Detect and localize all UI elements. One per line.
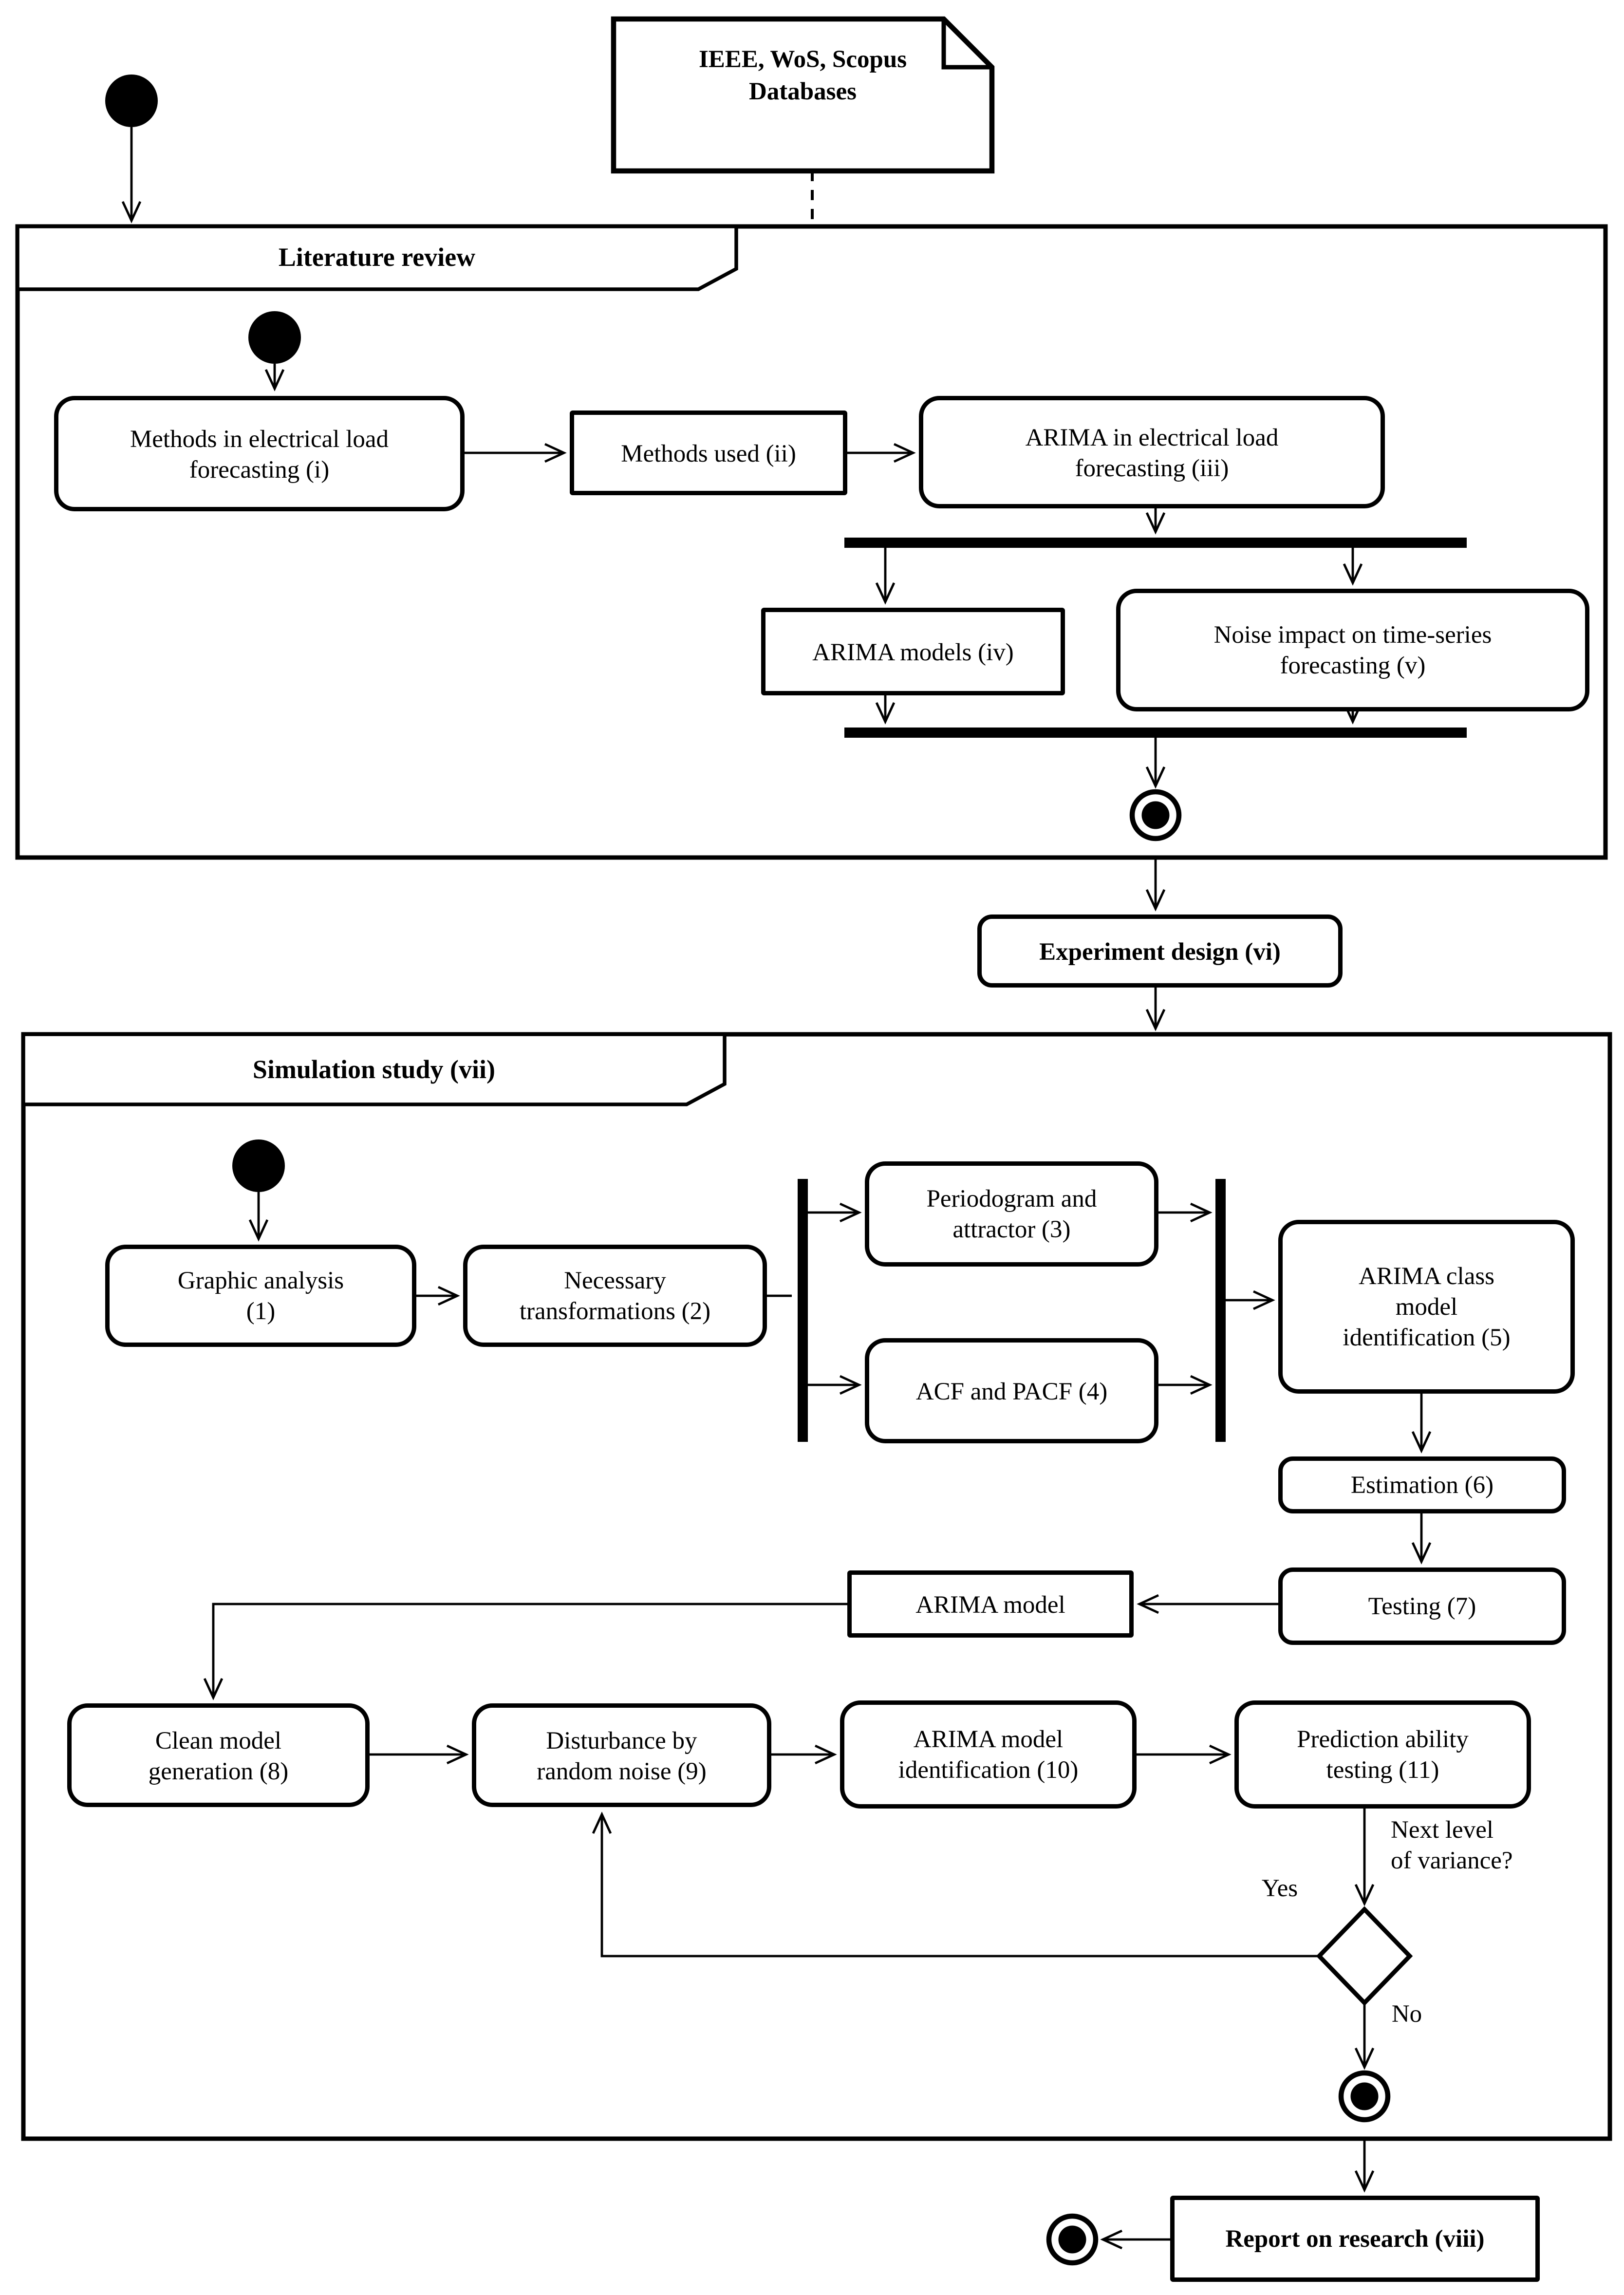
decision-question-label: Next level of variance?	[1391, 1816, 1513, 1874]
databases-note: IEEE, WoS, Scopus Databases	[698, 45, 907, 105]
activity-methods-used-ii: Methods used (ii)	[570, 410, 847, 495]
activity-methods-i: Methods in electrical load forecasting (…	[54, 396, 465, 511]
join-bar-simulation	[1215, 1179, 1226, 1442]
simulation-frame-tab	[21, 1032, 727, 1106]
decision-no-label: No	[1391, 2000, 1422, 2028]
note-dogear-icon	[941, 19, 992, 70]
activity-experiment-vi: Experiment design (vi)	[977, 914, 1343, 988]
activity-testing-7: Testing (7)	[1278, 1567, 1566, 1645]
activity-clean-model-8: Clean model generation (8)	[67, 1703, 370, 1807]
activity-arima-iii: ARIMA in electrical load forecasting (ii…	[919, 396, 1385, 508]
activity-transformations-2: Necessary transformations (2)	[463, 1245, 767, 1347]
activity-graphic-1: Graphic analysis (1)	[105, 1245, 416, 1347]
activity-periodogram-3: Periodogram and attractor (3)	[865, 1161, 1158, 1267]
edge-decision-yes-to-9	[592, 1811, 1319, 1958]
initial-node	[105, 75, 158, 127]
fork-bar-simulation	[798, 1179, 808, 1442]
activity-estimation-6: Estimation (6)	[1278, 1456, 1566, 1513]
literature-frame-title: Literature review	[278, 243, 476, 272]
literature-frame-border	[15, 224, 1608, 860]
activity-arima-models-iv: ARIMA models (iv)	[761, 608, 1065, 695]
decision-diamond	[1316, 1906, 1413, 2006]
simulation-frame-border	[21, 1032, 1612, 2141]
join-bar-literature	[844, 728, 1467, 738]
final-node-literature	[1129, 789, 1182, 841]
activity-acf-pacf-4: ACF and PACF (4)	[865, 1338, 1158, 1443]
final-node-report	[1046, 2213, 1099, 2266]
activity-arima-id-10: ARIMA model identification (10)	[840, 1700, 1137, 1809]
edge-arima-model-to-8	[203, 1603, 847, 1700]
initial-node-simulation	[232, 1139, 285, 1192]
object-arima-model: ARIMA model	[847, 1570, 1134, 1638]
activity-prediction-11: Prediction ability testing (11)	[1234, 1700, 1531, 1809]
activity-noise-v: Noise impact on time-series forecasting …	[1116, 589, 1589, 711]
note-shape	[611, 16, 995, 174]
simulation-frame-title: Simulation study (vii)	[252, 1054, 496, 1083]
activity-report-viii: Report on research (viii)	[1170, 2196, 1540, 2282]
final-node-simulation	[1338, 2070, 1391, 2123]
literature-frame-tab	[16, 224, 738, 291]
fork-bar-literature	[844, 538, 1467, 548]
activity-disturbance-9: Disturbance by random noise (9)	[472, 1703, 771, 1807]
decision-yes-label: Yes	[1261, 1874, 1298, 1902]
activity-arima-class-5: ARIMA class model identification (5)	[1278, 1220, 1575, 1394]
initial-node-literature	[248, 311, 301, 364]
